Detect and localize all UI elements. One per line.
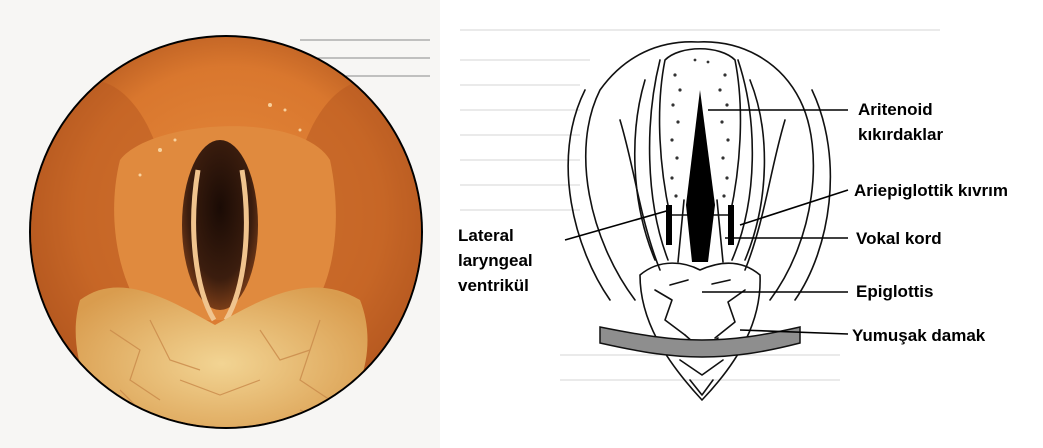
label-laryngeal: laryngeal [458,251,533,270]
ventricle-right-mark [728,205,734,245]
glottis-opening [686,90,715,262]
label-aritenoid-2: kıkırdaklar [858,125,943,144]
larynx-diagram-panel: Aritenoid kıkırdaklar Ariepiglottik kıvr… [440,0,1043,448]
vocal-cord-right [717,200,723,262]
label-vokal-kord: Vokal kord [856,229,942,248]
vocal-cord-left [678,200,684,262]
label-ventrikul: ventrikül [458,276,529,295]
label-yumusak-damak: Yumuşak damak [852,326,986,345]
label-aritenoid: Aritenoid [858,100,933,119]
lateral-leader [565,210,670,240]
epiglottis-shape [640,263,760,400]
ariepiglottik-leader [740,190,848,225]
laryngoscopy-photo-icon [0,0,440,448]
label-lateral: Lateral [458,226,514,245]
label-ariepiglottik: Ariepiglottik kıvrım [854,181,1008,200]
larynx-drawing-icon: Aritenoid kıkırdaklar Ariepiglottik kıvr… [440,0,1043,448]
label-epiglottis: Epiglottis [856,282,933,301]
laryngoscopy-photo-panel [0,0,440,448]
pharynx-outline-outer-right [795,90,830,300]
